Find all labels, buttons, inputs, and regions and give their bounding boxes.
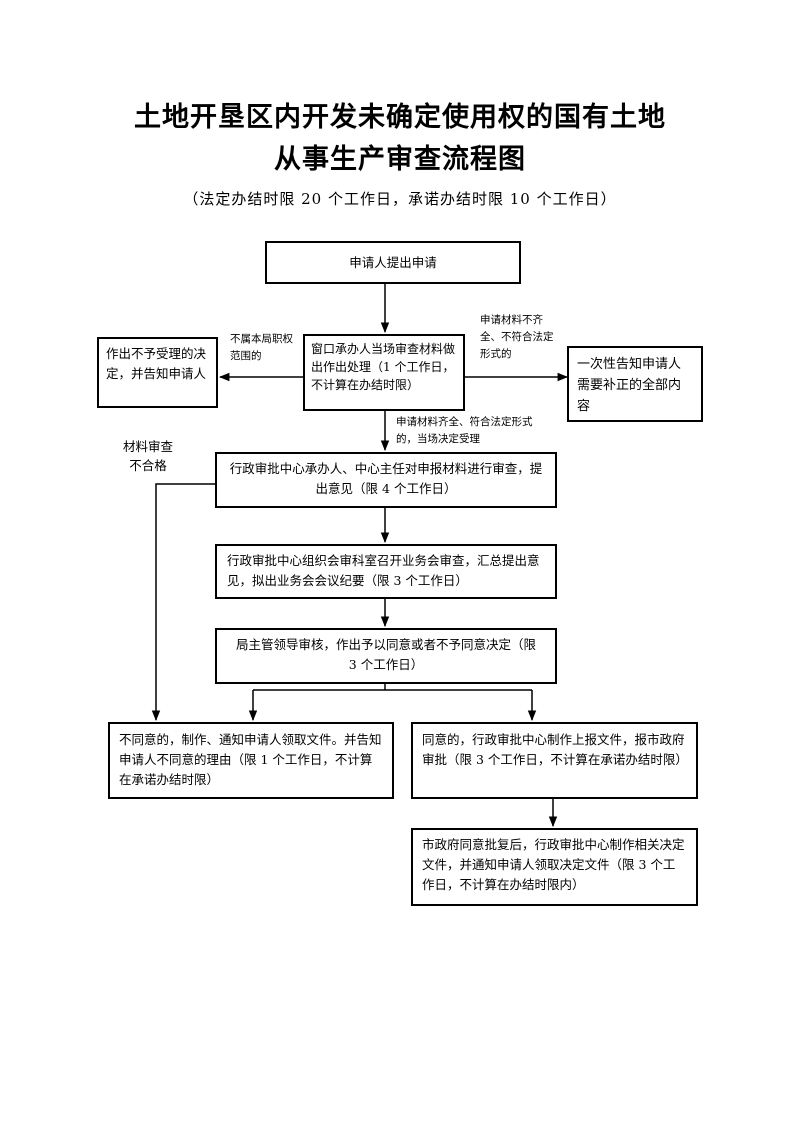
label-unqualified: 材料审查不合格 xyxy=(122,439,173,473)
node-meeting-review: 行政审批中心组织会审科室召开业务会审查，汇总提出意见，拟出业务会会议纪要（限 3… xyxy=(215,544,557,599)
page-title-line-2: 从事生产审查流程图 xyxy=(274,144,526,175)
label-out-of-scope: 不属本局职权范围的 xyxy=(230,333,293,362)
node-center-review: 行政审批中心承办人、中心主任对申报材料进行审查，提出意见（限 4 个工作日） xyxy=(215,452,557,508)
node-window-review: 窗口承办人当场审查材料做出作出处理（1 个工作日，不计算在办结时限） xyxy=(303,334,465,411)
node-apply: 申请人提出申请 xyxy=(265,241,521,284)
node-disagree-result: 不同意的，制作、通知申请人领取文件。并告知申请人不同意的理由（限 1 个工作日，… xyxy=(108,722,394,799)
arrow-center-to-disagree xyxy=(151,483,215,722)
page-title-line-1: 土地开垦区内开发未确定使用权的国有土地 xyxy=(134,102,666,133)
node-reject-notice: 作出不予受理的决定，并告知申请人 xyxy=(97,337,218,408)
node-supplement-notice: 一次性告知申请人需要补正的全部内容 xyxy=(567,346,703,422)
node-city-approval: 市政府同意批复后，行政审批中心制作相关决定文件，并通知申请人领取决定文件（限 3… xyxy=(411,828,698,906)
node-agree-result: 同意的，行政审批中心制作上报文件，报市政府审批（限 3 个工作日，不计算在承诺办… xyxy=(411,722,698,799)
node-leader-review: 局主管领导审核，作出予以同意或者不予同意决定（限 3 个工作日） xyxy=(215,628,557,684)
label-complete: 申请材料齐全、符合法定形式的，当场决定受理 xyxy=(396,416,533,445)
label-incomplete: 申请材料不齐全、不符合法定形式的 xyxy=(480,314,554,360)
page-subtitle: （法定办结时限 20 个工作日，承诺办结时限 10 个工作日） xyxy=(183,190,617,208)
